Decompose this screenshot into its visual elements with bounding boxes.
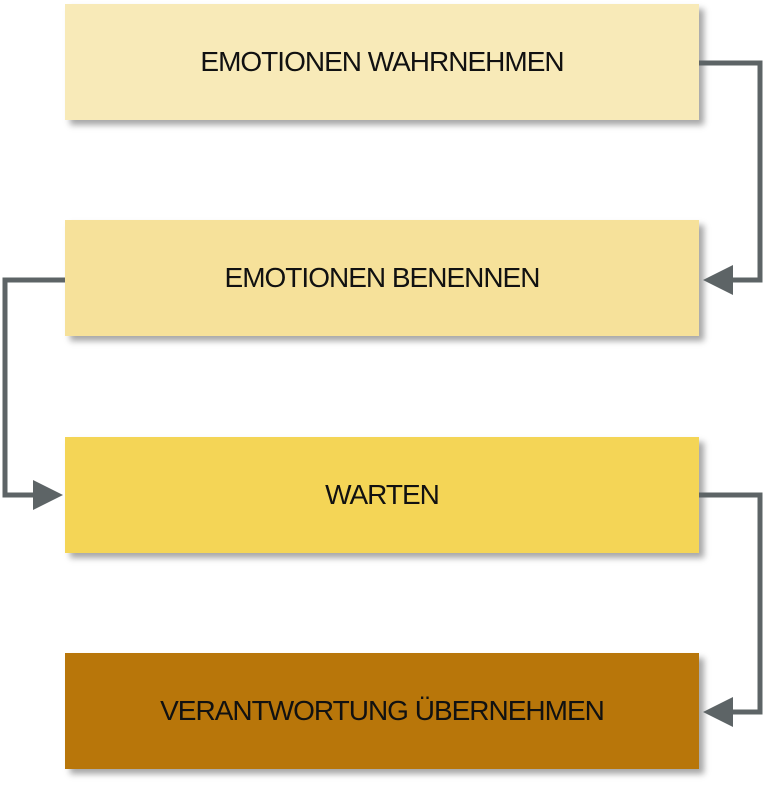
connector-arrow-3-to-4 xyxy=(699,492,763,727)
step-label: VERANTWORTUNG ÜBERNEHMEN xyxy=(160,695,605,726)
step-emotionen-benennen: EMOTIONEN BENENNEN xyxy=(65,220,699,336)
step-label: WARTEN xyxy=(325,479,440,510)
step-label: EMOTIONEN BENENNEN xyxy=(224,262,541,293)
connector-arrow-2-to-3 xyxy=(2,277,65,510)
step-label: EMOTIONEN WAHRNEHMEN xyxy=(200,46,564,77)
connector-arrow-1-to-2 xyxy=(699,60,763,295)
step-warten: WARTEN xyxy=(65,437,699,553)
step-emotionen-wahrnehmen: EMOTIONEN WAHRNEHMEN xyxy=(65,4,699,120)
step-verantwortung-uebernehmen: VERANTWORTUNG ÜBERNEHMEN xyxy=(65,653,699,769)
